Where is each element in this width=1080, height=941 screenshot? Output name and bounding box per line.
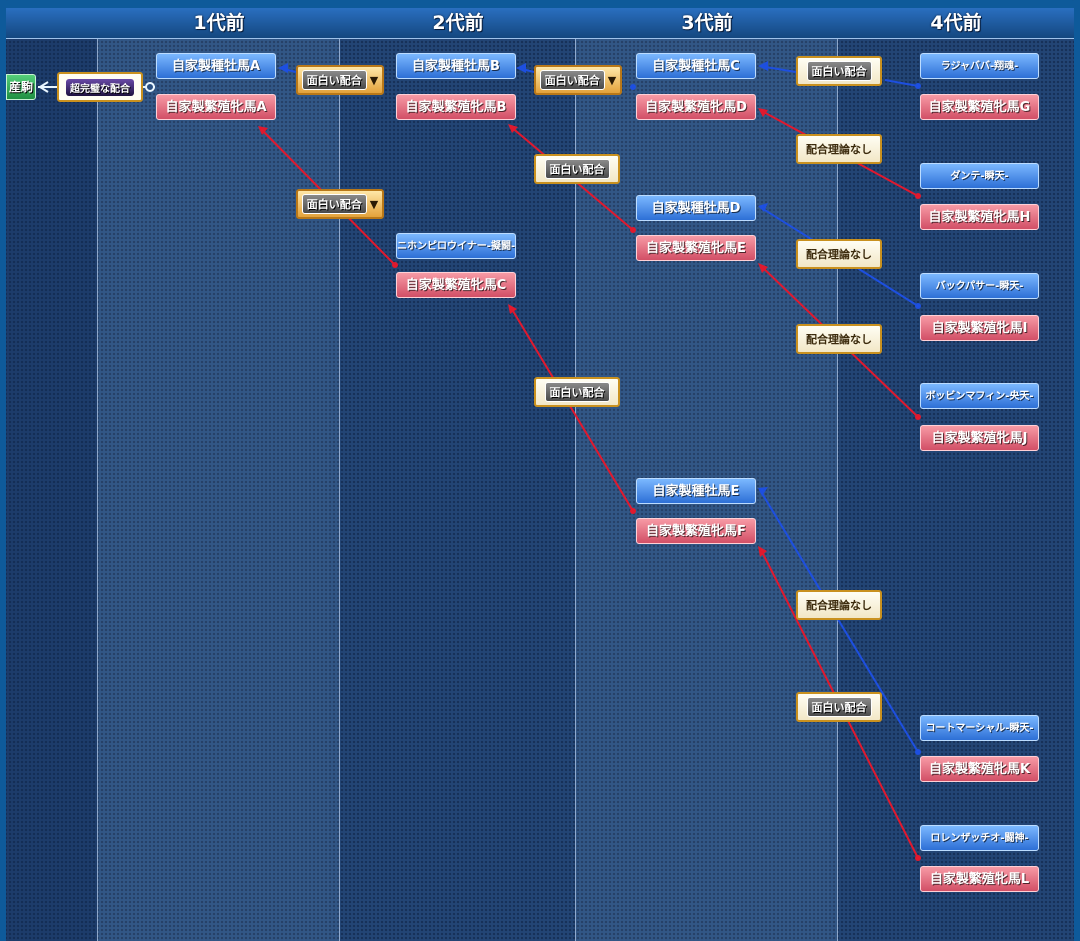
compatibility-badge-label: 配合理論なし xyxy=(806,333,872,346)
sire-arrowhead xyxy=(516,63,526,73)
compatibility-badge-label: 面白い配合 xyxy=(301,194,367,214)
header-gen3: 3代前 xyxy=(681,12,733,34)
compatibility-badge-gen4c[interactable]: 配合理論なし xyxy=(796,239,882,269)
compatibility-badge-gen3d[interactable]: 面白い配合 xyxy=(534,154,620,184)
header-gen1: 1代前 xyxy=(193,12,245,34)
compatibility-badge-gen4d[interactable]: 配合理論なし xyxy=(796,324,882,354)
link-dot xyxy=(915,303,921,309)
gen4-dam-j[interactable]: 自家製繁殖牝馬J xyxy=(920,425,1039,451)
gen4-sire-2[interactable]: ダンテ-瞬天- xyxy=(920,163,1039,189)
compatibility-badge-label: 面白い配合 xyxy=(544,159,610,179)
link-dot xyxy=(630,84,636,90)
gen3-dam-e[interactable]: 自家製繁殖牝馬E xyxy=(636,235,756,261)
dam-arrowhead xyxy=(758,546,767,557)
compatibility-badge-label: 面白い配合 xyxy=(806,697,872,717)
header-gen4: 4代前 xyxy=(930,12,982,34)
offspring-node[interactable]: 産駒 xyxy=(6,74,36,100)
compatibility-badge-gen3e[interactable]: 面白い配合 xyxy=(534,377,620,407)
link-dot xyxy=(915,83,921,89)
compatibility-badge-label: 面白い配合 xyxy=(806,61,872,81)
sire-link-g4a xyxy=(884,79,919,87)
sire-link-e xyxy=(759,489,919,753)
link-knob xyxy=(145,82,155,92)
compatibility-badge-label: 配合理論なし xyxy=(806,143,872,156)
gen2-dam-b[interactable]: 自家製繁殖牝馬B xyxy=(396,94,516,120)
gen3-sire-c[interactable]: 自家製種牡馬C xyxy=(636,53,756,79)
compatibility-badge-label: 配合理論なし xyxy=(806,248,872,261)
compatibility-badge-gen4b[interactable]: 配合理論なし xyxy=(796,134,882,164)
gen2-dam-c[interactable]: 自家製繁殖牝馬C xyxy=(396,272,516,298)
dam-arrowhead xyxy=(508,304,517,314)
column-divider xyxy=(837,8,838,941)
header-gen2: 2代前 xyxy=(432,12,484,34)
compatibility-badge-gen2b[interactable]: 面白い配合 ▼ xyxy=(534,65,622,95)
sire-arrowhead xyxy=(278,63,288,73)
gen1-sire[interactable]: 自家製種牡馬A xyxy=(156,53,276,79)
frame-right xyxy=(1074,0,1080,941)
frame-left xyxy=(0,0,6,941)
column-band-offspring xyxy=(6,8,97,941)
column-band-gen1 xyxy=(98,8,339,941)
gen4-sire-5[interactable]: コートマーシャル-瞬天- xyxy=(920,715,1039,741)
link-dot xyxy=(630,227,636,233)
compatibility-badge-gen4e[interactable]: 配合理論なし xyxy=(796,590,882,620)
gen2-sire-b[interactable]: 自家製種牡馬B xyxy=(396,53,516,79)
column-divider xyxy=(339,8,340,941)
gen3-dam-d[interactable]: 自家製繁殖牝馬D xyxy=(636,94,756,120)
link-dot xyxy=(915,749,921,755)
compatibility-badge-gen4f[interactable]: 面白い配合 xyxy=(796,692,882,722)
gen3-sire-e[interactable]: 自家製種牡馬E xyxy=(636,478,756,504)
compatibility-badge-label: 面白い配合 xyxy=(544,382,610,402)
gen4-dam-k[interactable]: 自家製繁殖牝馬K xyxy=(920,756,1039,782)
dam-arrowhead xyxy=(508,124,518,133)
link-dot xyxy=(915,414,921,420)
link-dot xyxy=(392,262,398,268)
dropdown-arrow-icon[interactable]: ▼ xyxy=(369,197,379,211)
compatibility-badge-label: 面白い配合 xyxy=(539,70,605,90)
link-dot xyxy=(630,508,636,514)
dropdown-arrow-icon[interactable]: ▼ xyxy=(369,73,379,87)
gen4-sire-6[interactable]: ロレンザッチオ-闘神- xyxy=(920,825,1039,851)
column-divider xyxy=(97,8,98,941)
gen1-dam[interactable]: 自家製繁殖牝馬A xyxy=(156,94,276,120)
compatibility-badge-label: 面白い配合 xyxy=(301,70,367,90)
sire-arrowhead xyxy=(758,487,768,496)
gen4-dam-l[interactable]: 自家製繁殖牝馬L xyxy=(920,866,1039,892)
gen4-sire-1[interactable]: ラジャババ-翔魂- xyxy=(920,53,1039,79)
gen4-dam-h[interactable]: 自家製繁殖牝馬H xyxy=(920,204,1039,230)
gen3-dam-f[interactable]: 自家製繁殖牝馬F xyxy=(636,518,756,544)
generation-header: 1代前 2代前 3代前 4代前 xyxy=(6,8,1074,39)
dam-arrowhead xyxy=(258,126,268,135)
compatibility-badge-gen1[interactable]: 面白い配合 ▼ xyxy=(296,65,384,95)
link-dot xyxy=(915,855,921,861)
dam-link-c xyxy=(509,305,634,512)
compatibility-badge-gen2c[interactable]: 面白い配合 ▼ xyxy=(296,189,384,219)
gen3-sire-d[interactable]: 自家製種牡馬D xyxy=(636,195,756,221)
link-dot xyxy=(915,193,921,199)
compatibility-badge-label: 配合理論なし xyxy=(806,599,872,612)
gen4-sire-4[interactable]: ボッビンマフィン-央天- xyxy=(920,383,1039,409)
gen4-dam-g[interactable]: 自家製繁殖牝馬G xyxy=(920,94,1039,120)
compatibility-badge-gen4a[interactable]: 面白い配合 xyxy=(796,56,882,86)
gen4-sire-3[interactable]: バックパサー-瞬天- xyxy=(920,273,1039,299)
dropdown-arrow-icon[interactable]: ▼ xyxy=(607,73,617,87)
sire-arrowhead xyxy=(758,61,768,71)
arrow-target xyxy=(38,81,49,93)
gen4-dam-i[interactable]: 自家製繁殖牝馬I xyxy=(920,315,1039,341)
frame-top xyxy=(0,0,1080,8)
column-divider xyxy=(575,8,576,941)
dam-arrowhead xyxy=(758,108,768,117)
dam-arrowhead xyxy=(758,263,768,273)
compatibility-result-badge[interactable]: 超完璧な配合 xyxy=(57,72,143,102)
gen2-sire-c[interactable]: ニホンピロウイナー-擬闘- xyxy=(396,233,516,259)
sire-arrowhead xyxy=(758,203,768,212)
compatibility-result-label: 超完璧な配合 xyxy=(66,78,134,96)
